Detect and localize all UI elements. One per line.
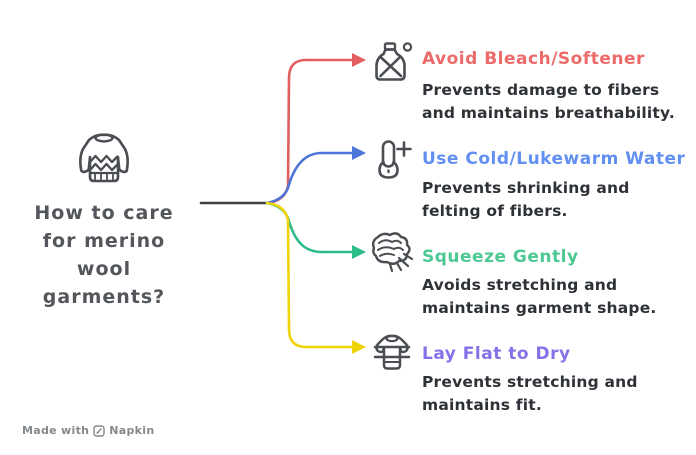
- watermark-brand: Napkin: [109, 424, 155, 437]
- desc-line: Prevents shrinking and: [422, 179, 630, 197]
- desc-line: maintains fit.: [422, 395, 542, 414]
- branch-label-squeeze: Squeeze Gently: [422, 247, 579, 267]
- desc-line: felting of fibers.: [422, 201, 568, 220]
- desc-line: Prevents damage to fibers: [422, 81, 660, 99]
- branch-label-avoid-bleach: Avoid Bleach/Softener: [422, 49, 645, 69]
- watermark: Made with Napkin: [22, 424, 155, 437]
- watermark-prefix: Made with: [22, 424, 90, 437]
- desc-line: maintains garment shape.: [422, 298, 657, 317]
- flat-dry-rack-icon: [369, 333, 415, 375]
- branch-line-squeeze: [265, 201, 355, 254]
- branch-label-cold-water: Use Cold/Lukewarm Water: [422, 149, 686, 169]
- title-line-1: How to care: [34, 202, 174, 224]
- sweater-icon: [74, 130, 134, 188]
- napkin-pen-icon: [93, 424, 105, 437]
- title-line-2: for merino: [42, 230, 166, 252]
- desc-line: Avoids stretching and: [422, 276, 618, 294]
- branch-line-cold-water: [265, 151, 355, 205]
- central-topic-title: How to care for merino wool garments?: [8, 199, 200, 311]
- hand-squeeze-icon: [366, 228, 416, 276]
- desc-line: Prevents stretching and: [422, 373, 638, 391]
- branch-desc-lay-flat: Prevents stretching and maintains fit.: [422, 371, 638, 416]
- thermometer-plus-icon: [372, 139, 412, 181]
- branch-desc-squeeze: Avoids stretching and maintains garment …: [422, 274, 657, 319]
- branch-label-lay-flat: Lay Flat to Dry: [422, 344, 571, 364]
- arrowhead-cold-water: [352, 146, 366, 160]
- no-bleach-bottle-icon: [371, 41, 413, 83]
- arrowhead-avoid-bleach: [352, 53, 366, 67]
- title-line-4: garments?: [42, 286, 166, 308]
- title-line-3: wool: [76, 258, 132, 280]
- branch-line-lay-flat: [265, 201, 355, 349]
- arrowhead-lay-flat: [352, 340, 366, 354]
- branch-desc-avoid-bleach: Prevents damage to fibers and maintains …: [422, 79, 675, 124]
- desc-line: and maintains breathability.: [422, 103, 676, 122]
- arrowhead-squeeze: [352, 245, 366, 259]
- branch-line-avoid-bleach: [265, 58, 355, 205]
- branch-desc-cold-water: Prevents shrinking and felting of fibers…: [422, 177, 630, 222]
